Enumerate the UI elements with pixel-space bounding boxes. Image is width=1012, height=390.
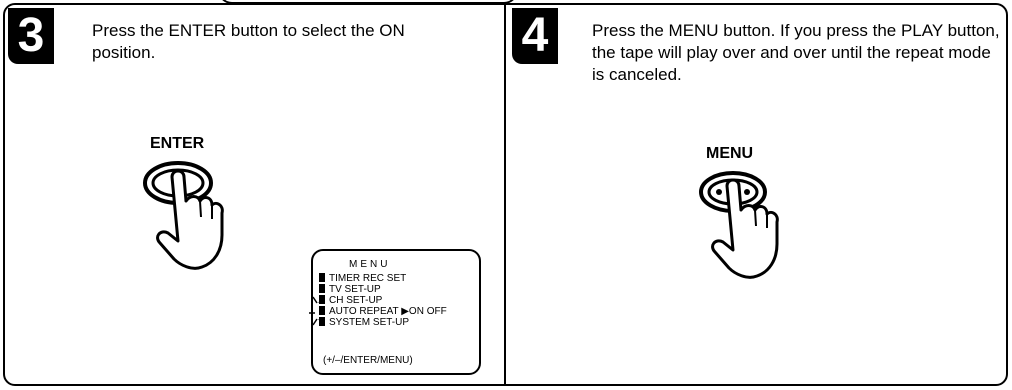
step-4-number: 4 — [512, 8, 558, 64]
marker-icon — [319, 273, 325, 282]
marker-icon — [319, 284, 325, 293]
flashing-indicator-icon — [309, 293, 329, 327]
menu-item-system-set-up: SYSTEM SET-UP — [319, 317, 409, 328]
menu-screen-display: MENU TIMER REC SET TV SET-UP CH SET-UP A… — [311, 249, 481, 375]
menu-screen-title: MENU — [349, 259, 390, 270]
menu-screen-nav-hint: (+/–/ENTER/MENU) — [323, 355, 413, 366]
menu-button-label: MENU — [706, 145, 753, 163]
menu-item-timer-rec-set: TIMER REC SET — [319, 273, 406, 284]
enter-button-label: ENTER — [150, 135, 204, 153]
menu-button-illustration — [695, 168, 835, 288]
top-tab-decoration — [218, 0, 518, 4]
step-4-instruction: Press the MENU button. If you press the … — [592, 20, 1004, 86]
panel-divider — [504, 4, 506, 386]
menu-item-auto-repeat: AUTO REPEAT ▶ON OFF — [319, 306, 447, 317]
step-3-number: 3 — [8, 8, 54, 64]
step-3-instruction: Press the ENTER button to select the ON … — [92, 20, 472, 64]
enter-button-illustration — [140, 155, 280, 275]
